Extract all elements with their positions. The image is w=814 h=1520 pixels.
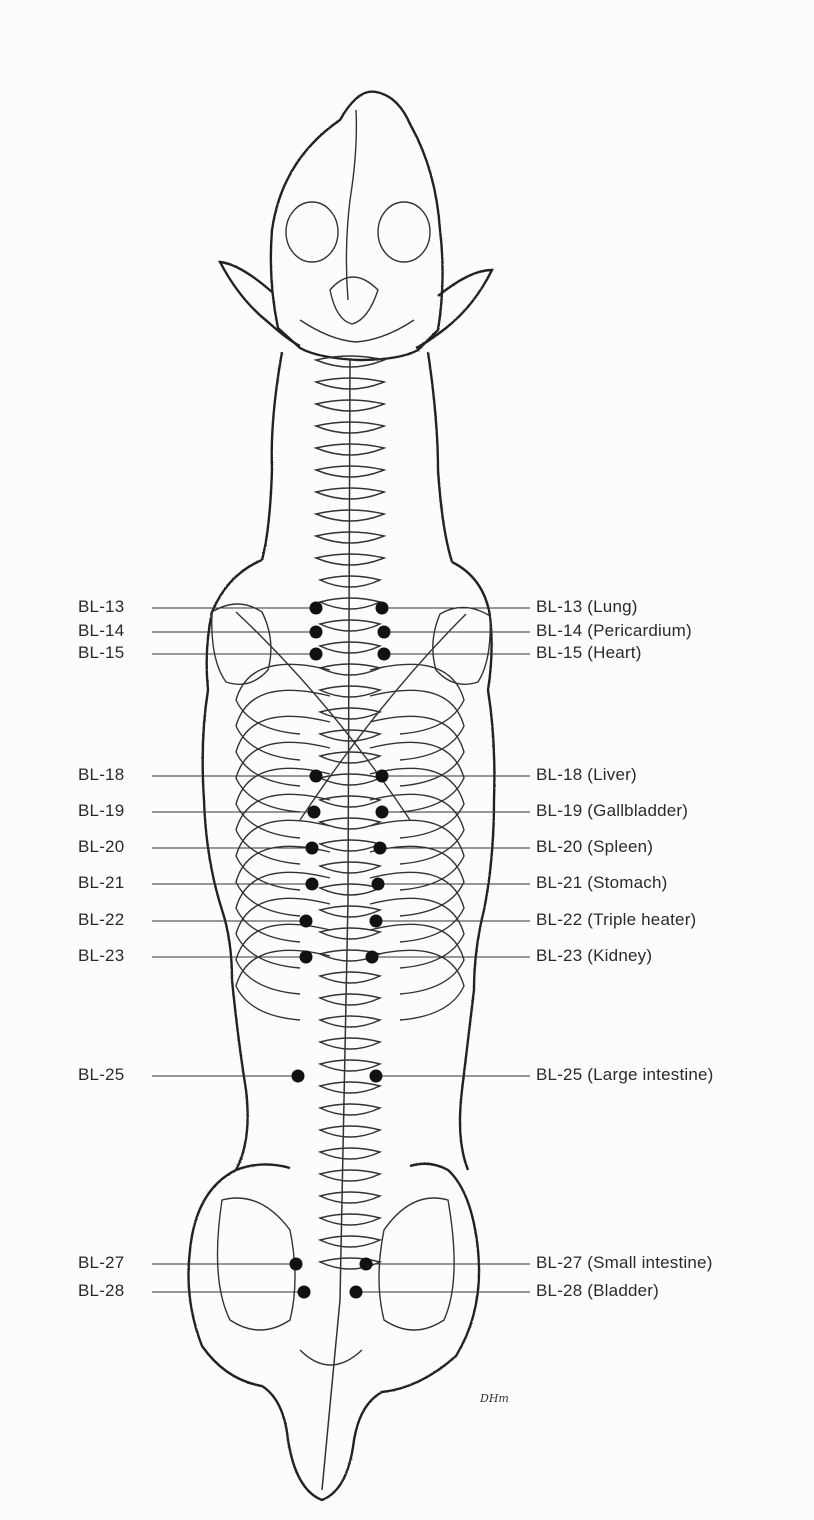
rib bbox=[370, 794, 464, 864]
vertebra bbox=[320, 884, 380, 895]
vertebra bbox=[320, 906, 380, 917]
vertebra bbox=[320, 1214, 380, 1225]
acupoint-dot-left-bl14 bbox=[310, 626, 323, 639]
acupoint-dot-left-bl21 bbox=[306, 878, 319, 891]
scapula-sketch bbox=[212, 604, 490, 820]
rib bbox=[370, 924, 464, 994]
ribcage-sketch bbox=[236, 664, 464, 1020]
label-right-bl13: BL-13 (Lung) bbox=[536, 597, 638, 617]
rib bbox=[370, 846, 464, 916]
acupoint-dot-right-bl19 bbox=[376, 806, 389, 819]
vertebra bbox=[320, 774, 380, 785]
acupoint-dot-left-bl27 bbox=[290, 1258, 303, 1271]
vertebra bbox=[320, 752, 380, 763]
rib bbox=[370, 950, 464, 1020]
label-right-bl22: BL-22 (Triple heater) bbox=[536, 910, 696, 930]
vertebra bbox=[320, 642, 380, 653]
label-left-bl23: BL-23 bbox=[78, 946, 148, 966]
label-right-bl23: BL-23 (Kidney) bbox=[536, 946, 652, 966]
label-right-bl25: BL-25 (Large intestine) bbox=[536, 1065, 714, 1085]
vertebra bbox=[320, 862, 380, 873]
vertebra bbox=[320, 730, 380, 741]
acupoint-dot-right-bl15 bbox=[378, 648, 391, 661]
label-right-bl18: BL-18 (Liver) bbox=[536, 765, 637, 785]
acupoint-dot-left-bl15 bbox=[310, 648, 323, 661]
acupoint-dot-right-bl25 bbox=[370, 1070, 383, 1083]
acupoint-dot-left-bl19 bbox=[308, 806, 321, 819]
acupoint-dot-right-bl20 bbox=[374, 842, 387, 855]
rib bbox=[370, 898, 464, 968]
rib bbox=[236, 950, 330, 1020]
vertebra bbox=[320, 708, 380, 719]
acupoint-dot-left-bl23 bbox=[300, 951, 313, 964]
rib bbox=[236, 898, 330, 968]
label-left-bl25: BL-25 bbox=[78, 1065, 148, 1085]
acupoint-dot-right-bl14 bbox=[378, 626, 391, 639]
acupoint-dot-left-bl20 bbox=[306, 842, 319, 855]
vertebra bbox=[320, 1016, 380, 1027]
acupoint-dot-left-bl22 bbox=[300, 915, 313, 928]
vertebra bbox=[320, 1192, 380, 1203]
rib bbox=[236, 924, 330, 994]
label-left-bl20: BL-20 bbox=[78, 837, 148, 857]
spinal-column-line bbox=[322, 360, 350, 1490]
vertebra bbox=[320, 840, 380, 851]
rib bbox=[370, 820, 464, 890]
acupoint-dot-right-bl28 bbox=[350, 1286, 363, 1299]
label-right-bl15: BL-15 (Heart) bbox=[536, 643, 642, 663]
rib bbox=[236, 794, 330, 864]
acupoint-dot-left-bl25 bbox=[292, 1070, 305, 1083]
vertebra bbox=[320, 1038, 380, 1049]
label-left-bl22: BL-22 bbox=[78, 910, 148, 930]
vertebra bbox=[320, 620, 380, 631]
label-left-bl13: BL-13 bbox=[78, 597, 148, 617]
vertebra bbox=[320, 1148, 380, 1159]
label-left-bl28: BL-28 bbox=[78, 1281, 148, 1301]
vertebra bbox=[320, 1236, 380, 1247]
acupoint-dot-left-bl28 bbox=[298, 1286, 311, 1299]
vertebra bbox=[320, 994, 380, 1005]
vertebra bbox=[320, 796, 380, 807]
vertebra bbox=[320, 972, 380, 983]
vertebra bbox=[320, 1082, 380, 1093]
vertebra bbox=[320, 1170, 380, 1181]
rib bbox=[236, 690, 330, 760]
label-right-bl19: BL-19 (Gallbladder) bbox=[536, 801, 688, 821]
label-left-bl27: BL-27 bbox=[78, 1253, 148, 1273]
label-right-bl14: BL-14 (Pericardium) bbox=[536, 621, 692, 641]
label-right-bl21: BL-21 (Stomach) bbox=[536, 873, 668, 893]
vertebra bbox=[320, 1104, 380, 1115]
label-right-bl27: BL-27 (Small intestine) bbox=[536, 1253, 713, 1273]
rib bbox=[236, 664, 330, 734]
label-left-bl19: BL-19 bbox=[78, 801, 148, 821]
label-left-bl14: BL-14 bbox=[78, 621, 148, 641]
acupoint-dot-right-bl27 bbox=[360, 1258, 373, 1271]
vertebra bbox=[320, 1060, 380, 1071]
acupoint-dot-left-bl13 bbox=[310, 602, 323, 615]
label-left-bl21: BL-21 bbox=[78, 873, 148, 893]
rib bbox=[370, 664, 464, 734]
rib bbox=[370, 690, 464, 760]
acupoint-dot-right-bl21 bbox=[372, 878, 385, 891]
vertebra bbox=[320, 1126, 380, 1137]
vertebra bbox=[320, 598, 380, 609]
acupoint-dot-right-bl13 bbox=[376, 602, 389, 615]
artist-signature: DHm bbox=[480, 1392, 509, 1405]
acupoint-dot-right-bl22 bbox=[370, 915, 383, 928]
acupoint-dot-right-bl18 bbox=[376, 770, 389, 783]
label-left-bl15: BL-15 bbox=[78, 643, 148, 663]
vertebra bbox=[320, 818, 380, 829]
label-right-bl28: BL-28 (Bladder) bbox=[536, 1281, 659, 1301]
label-left-bl18: BL-18 bbox=[78, 765, 148, 785]
skull-sketch bbox=[286, 110, 430, 342]
acupoint-dot-left-bl18 bbox=[310, 770, 323, 783]
acupoint-dot-right-bl23 bbox=[366, 951, 379, 964]
vertebra bbox=[320, 576, 380, 587]
label-right-bl20: BL-20 (Spleen) bbox=[536, 837, 653, 857]
